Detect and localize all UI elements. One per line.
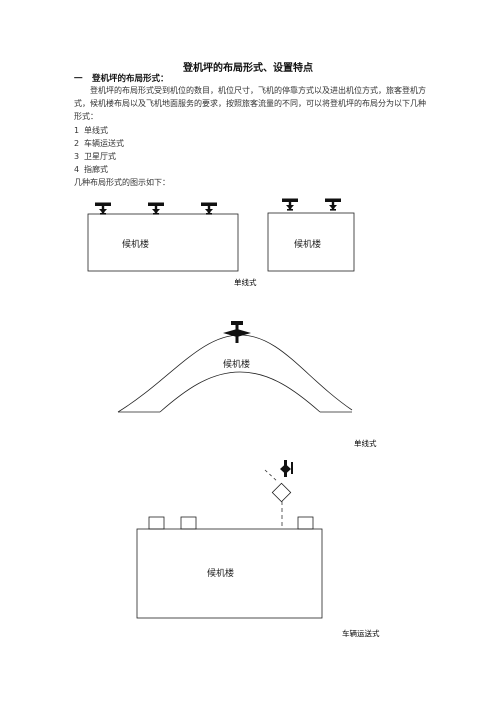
aircraft-icon (95, 202, 111, 215)
section-number: 一 (74, 74, 83, 84)
list-item: 1 单线式 (74, 125, 108, 136)
list-item-number: 4 (74, 165, 80, 174)
list-item-number: 1 (74, 126, 80, 135)
bus-vehicle (271, 482, 292, 503)
gate-box (148, 516, 165, 530)
list-item: 3 卫星厅式 (74, 151, 116, 162)
aircraft-icon (282, 198, 298, 211)
page-title: 登机坪的布局形式、设置特点 (183, 63, 313, 74)
list-item-text: 卫星厅式 (84, 152, 116, 161)
gate-box (297, 516, 314, 530)
aircraft-icon (223, 321, 251, 343)
gate-box (180, 516, 197, 530)
aircraft-icon (280, 460, 293, 477)
aircraft-icon (325, 198, 341, 211)
list-item: 4 指廊式 (74, 164, 108, 175)
terminal-building (136, 528, 323, 619)
vehicle-route (264, 469, 279, 483)
terminal-outer-curve (117, 334, 353, 413)
terminal-label: 候机楼 (207, 567, 234, 579)
intro-paragraph: 登机坪的布局形式受到机位的数目，机位尺寸，飞机的停靠方式以及进出机位方式，旅客登… (74, 86, 426, 121)
list-item-number: 3 (74, 152, 80, 161)
list-item-text: 单线式 (84, 126, 108, 135)
terminal-label: 候机楼 (294, 238, 321, 250)
list-item-number: 2 (74, 139, 80, 148)
section-heading-text: 登机坪的布局形式： (92, 74, 169, 84)
terminal-inner-curve (159, 371, 321, 413)
terminal-building (267, 212, 355, 272)
list-item-text: 车辆运送式 (84, 139, 124, 148)
terminal-building (87, 213, 239, 272)
list-item-text: 指廊式 (84, 165, 108, 174)
section-heading: 一登机坪的布局形式： (74, 72, 169, 84)
terminal-label: 候机楼 (122, 238, 149, 250)
figures-intro: 几种布局形式的图示如下： (74, 178, 170, 187)
figure-caption: 车辆运送式 (342, 628, 380, 638)
figure-single-line-1: 候机楼 候机楼 单线式 (87, 198, 355, 287)
figure-single-line-2: 候机楼 单线式 (117, 321, 377, 448)
list-item: 2 车辆运送式 (74, 138, 124, 149)
aircraft-icon (201, 202, 217, 215)
figure-caption: 单线式 (234, 277, 257, 287)
figure-caption: 单线式 (354, 438, 377, 448)
terminal-label: 候机楼 (223, 358, 250, 370)
aircraft-icon (148, 202, 164, 215)
figure-vehicle-transport: 候机楼 车辆运送式 (136, 460, 380, 638)
